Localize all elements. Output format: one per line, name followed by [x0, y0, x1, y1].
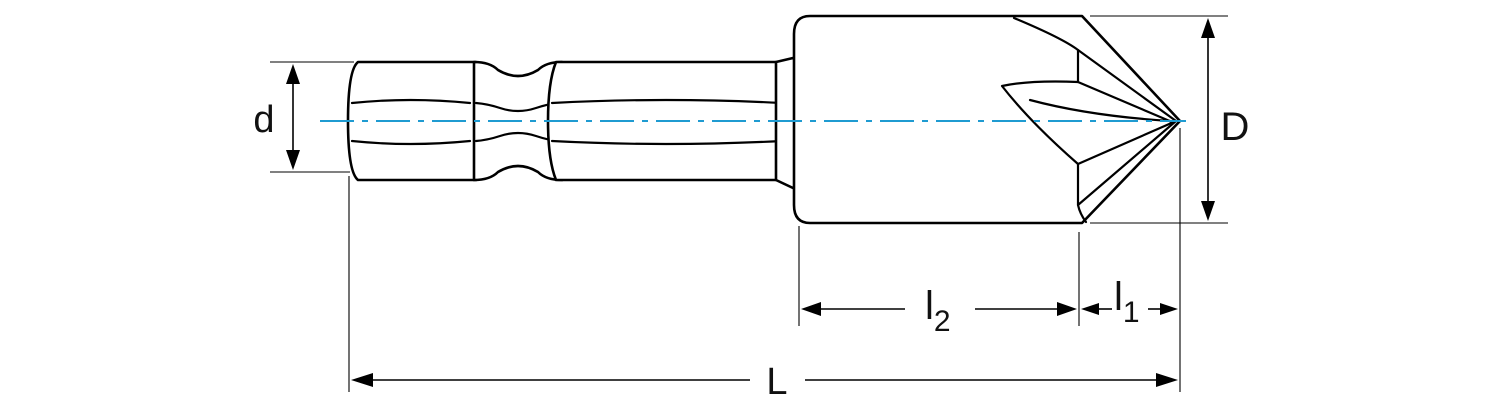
countersink-bit [346, 14, 1182, 225]
cutting-flute [1076, 203, 1088, 224]
dimension-label-D: D [1221, 105, 1250, 149]
hex-facet-line [550, 98, 784, 105]
hex-facet-line [350, 98, 472, 105]
dimension-label-l2: l2 [925, 284, 951, 338]
hex-facet-line [550, 139, 784, 146]
cutting-flute [1000, 80, 1178, 166]
dimension-overall-length: L [351, 361, 1178, 403]
dimension-length-l2: l2 [801, 284, 1077, 338]
dimension-shank-diameter: d [253, 61, 354, 173]
dimension-length-l1: l1 [1081, 275, 1178, 329]
countersink-head [792, 14, 1182, 225]
cutting-flute [1076, 48, 1178, 123]
hex-facet-line [350, 139, 472, 146]
hex-shank [346, 60, 478, 182]
cutting-flute [1028, 98, 1172, 123]
dimension-label-L: L [766, 361, 787, 403]
dimension-head-diameter: D [1090, 15, 1250, 224]
dimension-label-l1: l1 [1114, 275, 1140, 329]
dimension-label-d: d [253, 99, 274, 141]
cutting-flute [1076, 80, 1174, 124]
